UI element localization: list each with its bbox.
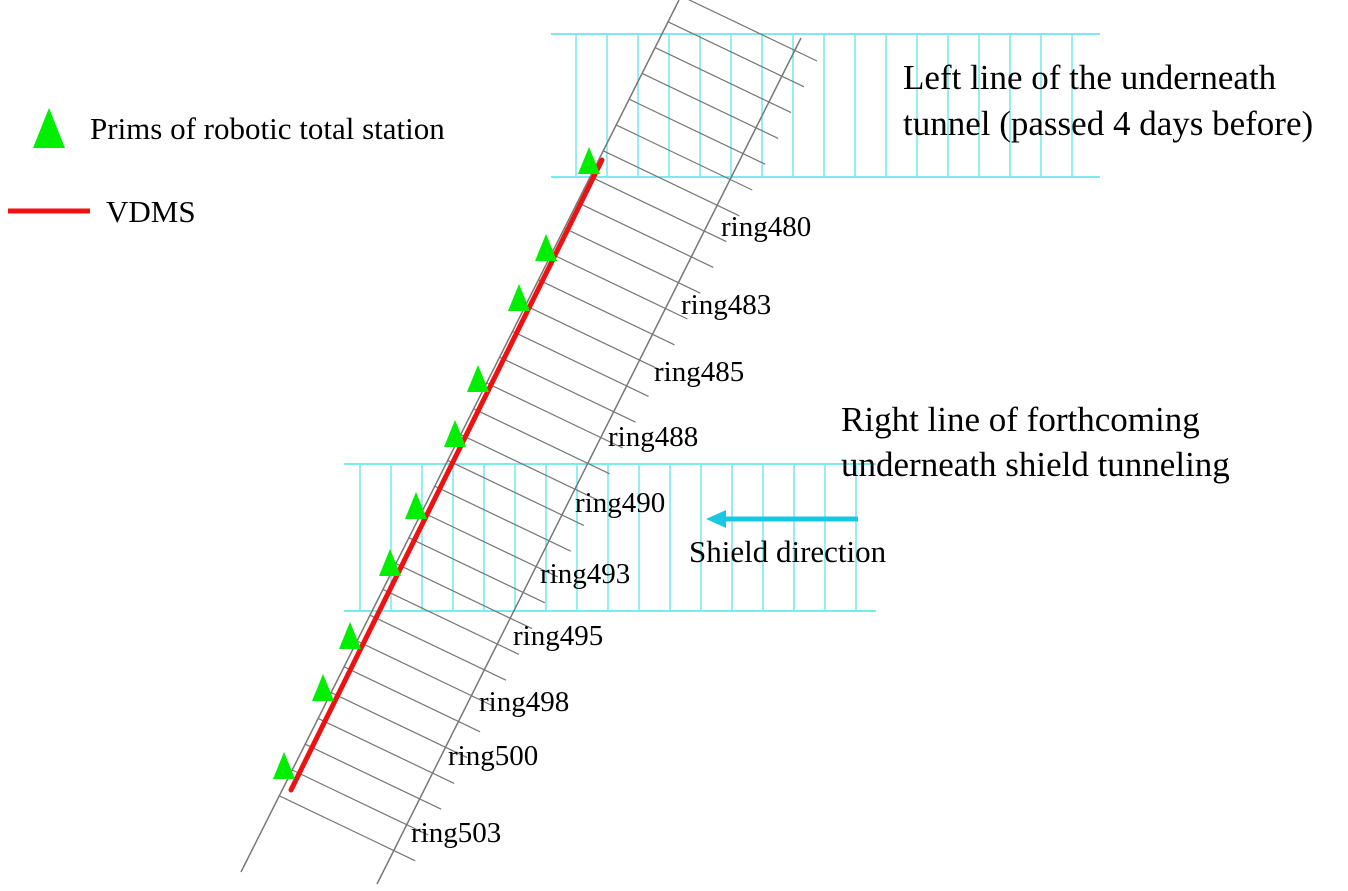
main-tunnel-ring (641, 72, 779, 139)
legend-prism-icon (33, 108, 65, 148)
main-tunnel-ring (421, 511, 559, 578)
main-tunnel-ring (512, 330, 649, 397)
main-tunnel-ring (564, 227, 701, 294)
legend-prism-label: Prims of robotic total station (90, 111, 445, 146)
ring-label: ring498 (479, 686, 569, 718)
main-tunnel-ring (304, 743, 442, 810)
main-tunnel-ring (654, 47, 792, 114)
main-tunnel-ring (551, 253, 688, 320)
main-tunnel-ring (460, 434, 597, 501)
shield-direction-arrow (706, 510, 858, 528)
main-tunnel-ring (473, 408, 610, 475)
main-tunnel-ring (687, 0, 818, 62)
main-tunnel-ring (279, 795, 416, 862)
right-line-label-1: Right line of forthcoming (841, 400, 1200, 439)
main-tunnel-ring (382, 588, 520, 655)
main-tunnel-ring (577, 201, 714, 268)
ring-label: ring503 (411, 817, 501, 849)
shield-direction-label: Shield direction (689, 534, 887, 569)
main-tunnel-ring (590, 176, 727, 243)
main-tunnel-ring (317, 717, 455, 784)
ring-label: ring500 (448, 740, 538, 772)
prism-icon (444, 420, 466, 447)
ring-label: ring493 (540, 558, 630, 590)
ring-labels: ring480 ring483 ring485 ring488 ring490 ring4… (411, 211, 811, 849)
main-tunnel-ring (408, 537, 546, 604)
main-tunnel-ring (343, 666, 481, 733)
main-tunnel-ring (499, 356, 636, 423)
prism-icon (339, 622, 361, 649)
left-line-label-1: Left line of the underneath (903, 58, 1277, 97)
main-tunnel-ring (291, 769, 429, 836)
main-tunnel-ring (434, 485, 572, 552)
main-tunnel-ring (447, 459, 585, 526)
main-tunnel-ring (538, 279, 675, 346)
main-tunnel-ring (395, 563, 533, 630)
prism-icon (379, 549, 401, 576)
legend: Prims of robotic total station VDMS (8, 108, 445, 229)
left-line-underneath-tunnel (551, 33, 1100, 178)
main-tunnel-ring (667, 21, 805, 88)
main-tunnel-ring (602, 150, 740, 217)
main-tunnel-ring (356, 640, 494, 707)
prism-icon (312, 674, 334, 701)
main-tunnel (240, 0, 818, 885)
main-tunnel-ring (369, 614, 507, 681)
prism-icon (508, 284, 530, 311)
main-tunnel-ring (628, 98, 766, 165)
ring-label: ring480 (721, 211, 811, 243)
main-tunnel-ring (615, 124, 753, 191)
main-tunnel-ring (330, 692, 468, 759)
prism-icon (273, 752, 295, 779)
main-tunnel-ring (486, 382, 623, 449)
main-tunnel-ring (525, 305, 662, 372)
left-line-label-2: tunnel (passed 4 days before) (903, 104, 1313, 143)
legend-vdms-label: VDMS (106, 194, 196, 229)
ring-label: ring490 (575, 487, 665, 519)
vdms-line (288, 157, 605, 793)
ring-label: ring495 (513, 620, 603, 652)
ring-label: ring483 (681, 289, 771, 321)
right-line-label-2: underneath shield tunneling (841, 445, 1230, 484)
prism-icon (578, 147, 600, 174)
prism-icon (535, 234, 557, 261)
ring-label: ring485 (654, 356, 744, 388)
prism-icon (405, 492, 427, 519)
ring-label: ring488 (608, 421, 698, 453)
prism-icon (467, 365, 489, 392)
prism-markers (273, 147, 600, 779)
